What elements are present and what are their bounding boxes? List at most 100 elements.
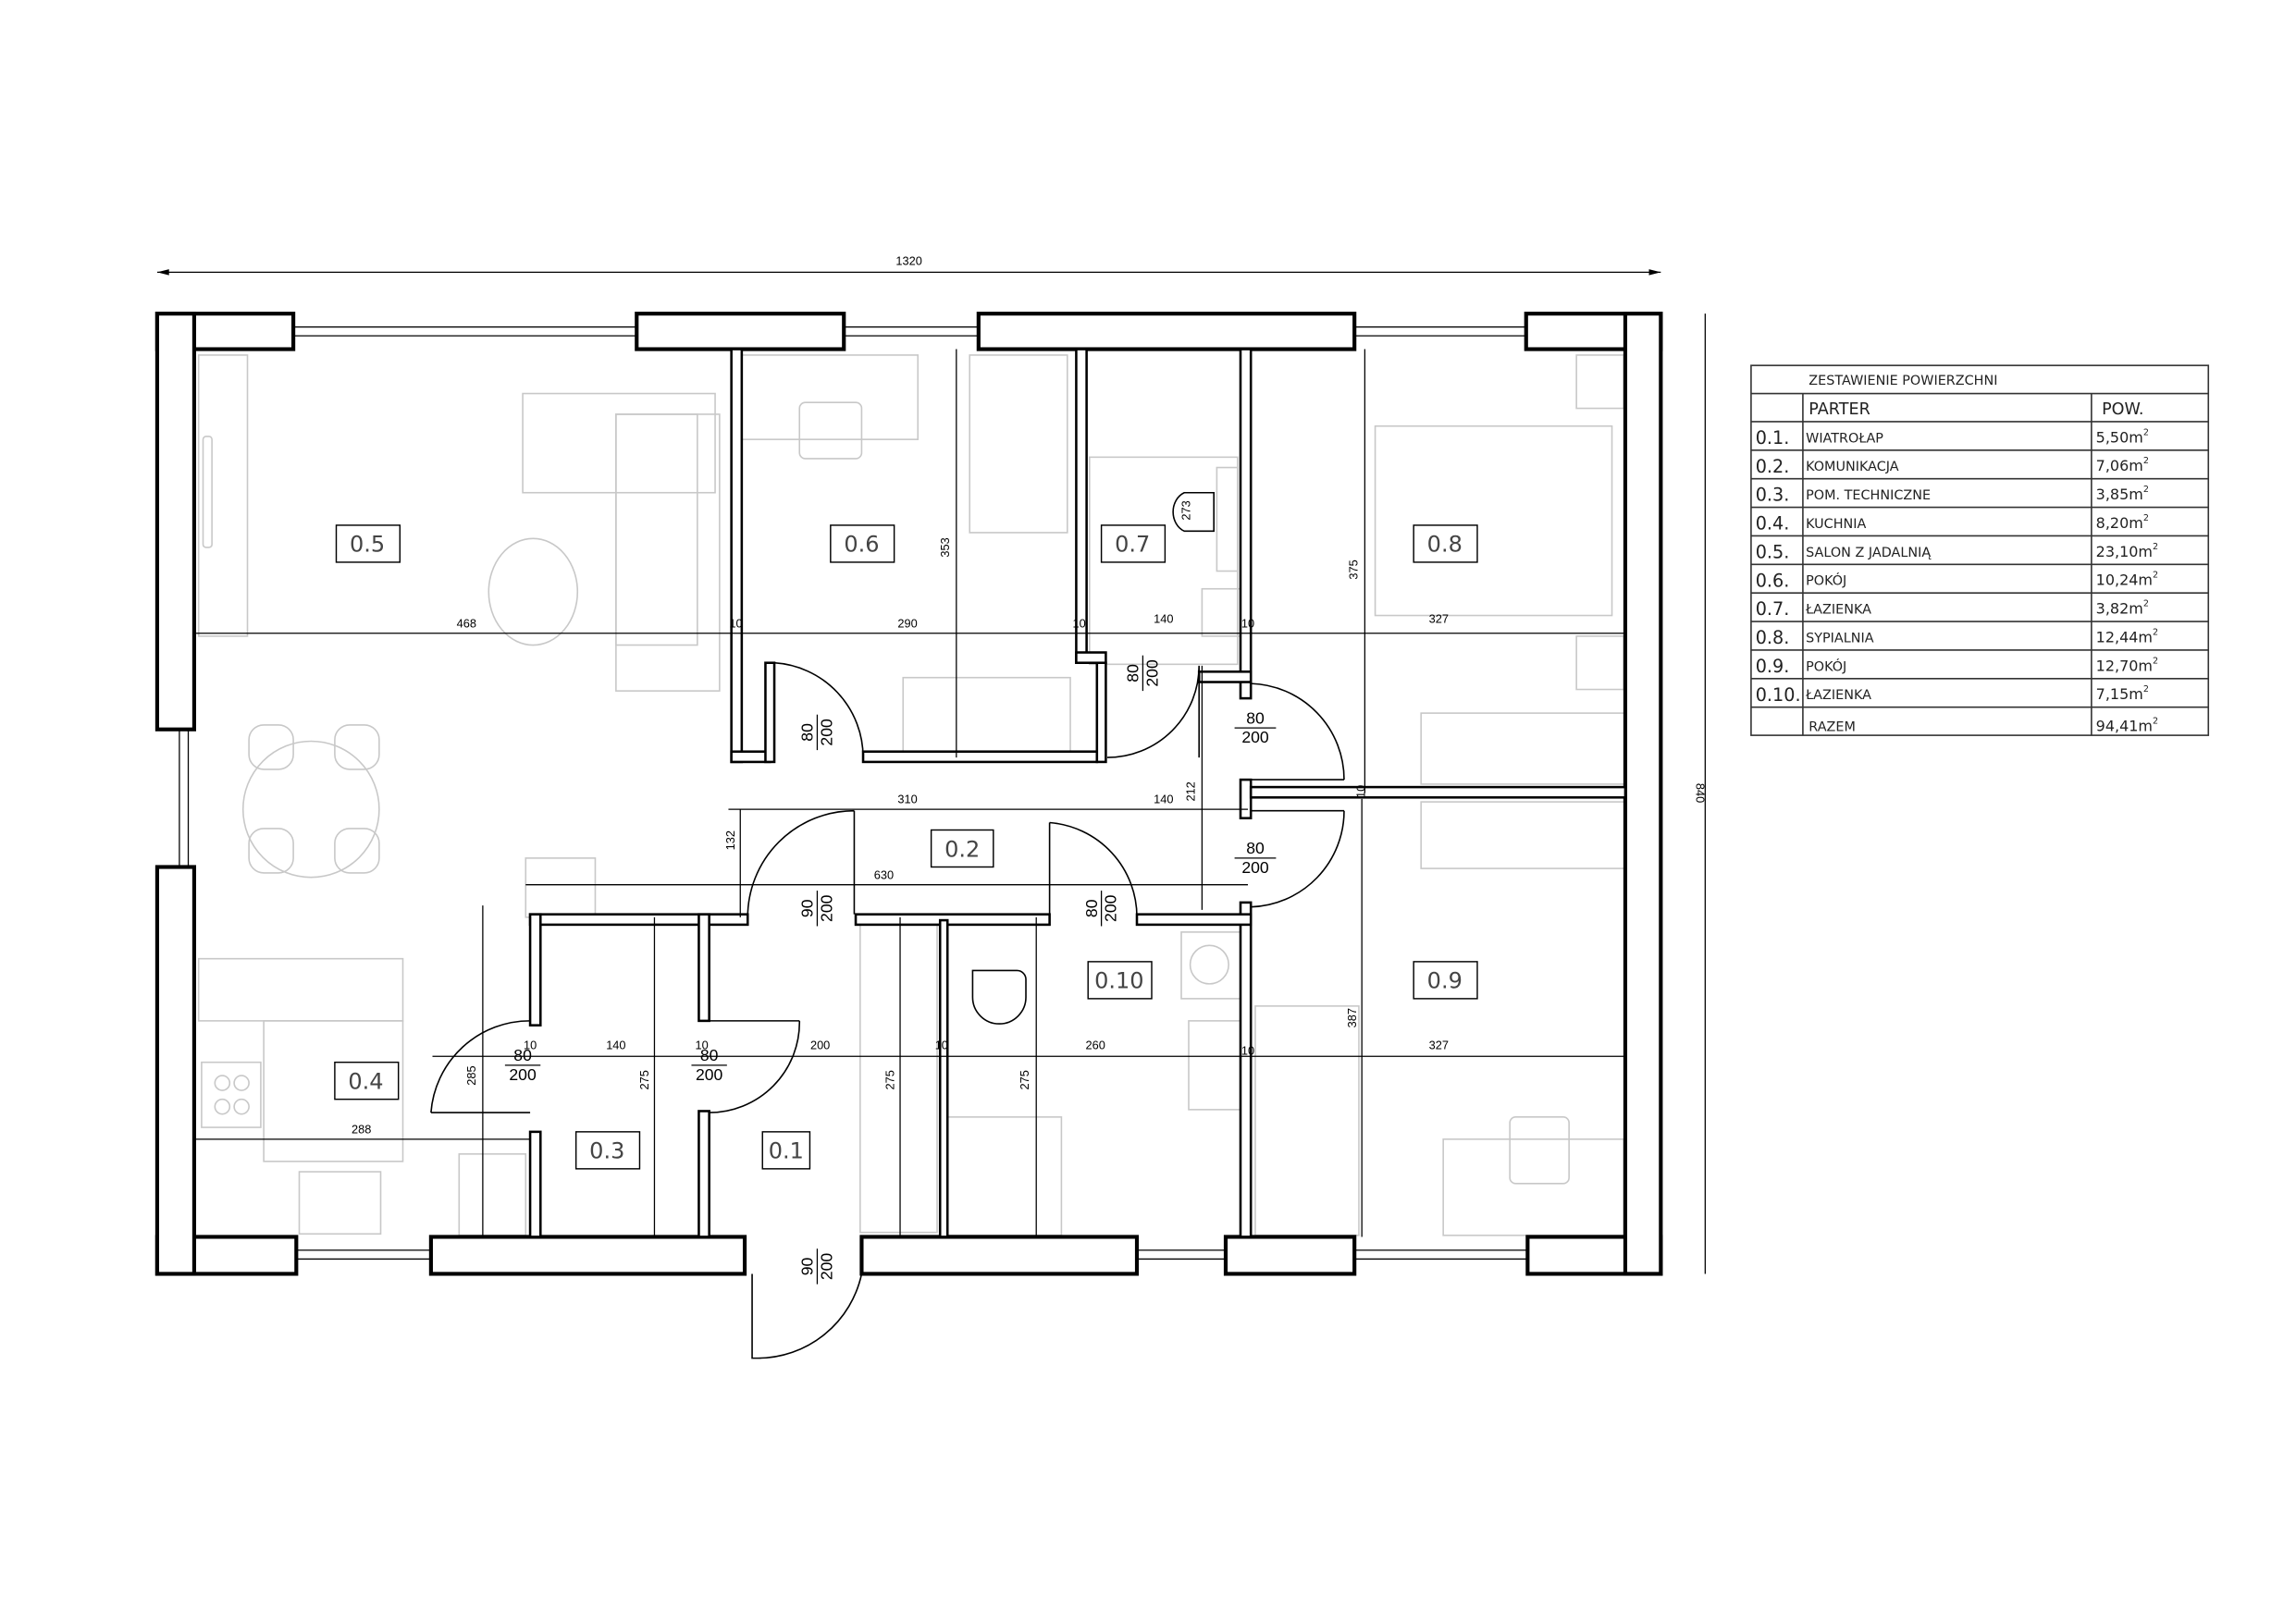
chair xyxy=(248,828,294,874)
sink-cabinet xyxy=(298,1171,382,1236)
dim-label: 10 xyxy=(1072,616,1085,630)
desk xyxy=(739,354,920,440)
room-label-0.7: 0.7 xyxy=(1100,524,1167,563)
exterior-walls xyxy=(154,312,1663,1276)
svg-text:0.10: 0.10 xyxy=(1094,968,1143,994)
dim-label: 375 xyxy=(1346,559,1360,579)
svg-text:0.5: 0.5 xyxy=(350,532,385,558)
dim-label: 285 xyxy=(464,1065,478,1085)
dim-label: 140 xyxy=(1154,793,1173,806)
svg-text:80: 80 xyxy=(1124,664,1142,682)
kitchen-counter xyxy=(197,957,404,1022)
svg-text:200: 200 xyxy=(1241,728,1269,746)
dim-label: 327 xyxy=(1429,1038,1449,1051)
room-area: 23,10m2 xyxy=(2096,542,2158,560)
dining-table xyxy=(241,740,380,879)
dim-label: 840 xyxy=(1694,783,1708,803)
svg-text:200: 200 xyxy=(1142,659,1161,687)
svg-text:0.2: 0.2 xyxy=(944,836,980,862)
room-label-0.4: 0.4 xyxy=(334,1061,400,1100)
desk-chair xyxy=(798,401,863,460)
svg-text:200: 200 xyxy=(817,894,835,922)
svg-text:200: 200 xyxy=(1102,894,1120,922)
column-header-area: POW. xyxy=(2102,400,2143,419)
bed-0.6 xyxy=(969,354,1068,534)
svg-text:80: 80 xyxy=(1246,708,1265,727)
chair xyxy=(248,724,294,770)
dim-label: 275 xyxy=(1018,1070,1031,1089)
dim-label: 260 xyxy=(1086,1038,1105,1051)
dim-label: 200 xyxy=(810,1038,830,1051)
total-label: RAZEM xyxy=(1808,719,1856,734)
room-label-0.2: 0.2 xyxy=(930,829,994,868)
wardrobe-0.1 xyxy=(859,920,938,1234)
dim-label: 275 xyxy=(637,1070,651,1089)
room-name: SYPIALNIA xyxy=(1806,631,1874,646)
room-name: POM. TECHNICZNE xyxy=(1806,488,1931,503)
room-area: 3,85m2 xyxy=(2096,485,2149,503)
dim-label: 140 xyxy=(606,1038,625,1051)
dim-label: 140 xyxy=(1154,612,1173,626)
overall-depth-dimension: 840 xyxy=(1694,314,1708,1274)
room-name: WIATROŁAP xyxy=(1806,431,1883,446)
room-name: KUCHNIA xyxy=(1806,517,1866,532)
dimension-labels: 468 10 290 10 140 10 327 353 375 273 310… xyxy=(352,500,1449,1136)
chair xyxy=(334,828,380,874)
cabinet xyxy=(525,857,597,918)
room-area: 3,82m2 xyxy=(2096,599,2149,618)
double-bed xyxy=(1374,424,1613,617)
kitchen-island xyxy=(263,1020,404,1162)
dim-label: 10 xyxy=(696,1038,709,1051)
svg-text:0.9: 0.9 xyxy=(1427,968,1463,994)
dim-label: 630 xyxy=(874,867,894,881)
room-label-0.5: 0.5 xyxy=(335,524,401,563)
room-label-0.3: 0.3 xyxy=(574,1131,641,1170)
room-number: 0.4. xyxy=(1756,513,1790,535)
svg-text:80: 80 xyxy=(1082,899,1101,917)
dim-label: 310 xyxy=(897,793,917,806)
svg-text:80: 80 xyxy=(1246,839,1265,857)
nightstand xyxy=(1575,635,1625,691)
dim-label: 10 xyxy=(729,616,742,630)
toilet xyxy=(1172,491,1215,533)
svg-text:90: 90 xyxy=(798,899,817,917)
dim-label: 10 xyxy=(524,1038,537,1051)
svg-text:200: 200 xyxy=(817,719,835,746)
svg-text:200: 200 xyxy=(817,1253,835,1281)
dim-label: 353 xyxy=(938,537,952,557)
windows xyxy=(179,326,1528,1260)
doors xyxy=(430,661,1345,1359)
room-name: KOMUNIKACJA xyxy=(1806,460,1899,474)
dim-label: 10 xyxy=(1241,616,1254,630)
dim-label: 290 xyxy=(897,616,917,630)
column-header-name: PARTER xyxy=(1808,400,1870,419)
tv xyxy=(202,436,213,548)
fridge xyxy=(458,1153,527,1236)
room-number: 0.1. xyxy=(1756,427,1790,449)
total-area: 94,41m2 xyxy=(2096,716,2158,734)
wardrobe-0.9 xyxy=(1420,801,1626,869)
room-label-0.6: 0.6 xyxy=(830,524,895,563)
coffee-table xyxy=(488,537,579,646)
room-name: ŁAZIENKA xyxy=(1805,603,1871,618)
svg-text:80: 80 xyxy=(798,723,817,742)
svg-text:0.1: 0.1 xyxy=(769,1138,804,1164)
nightstand xyxy=(1575,354,1625,410)
room-number: 0.5. xyxy=(1756,541,1790,562)
dim-label: 275 xyxy=(883,1070,897,1089)
room-number: 0.6. xyxy=(1756,570,1790,591)
toilet-0.10 xyxy=(971,969,1027,1025)
door-swing-entrance xyxy=(751,1273,863,1359)
